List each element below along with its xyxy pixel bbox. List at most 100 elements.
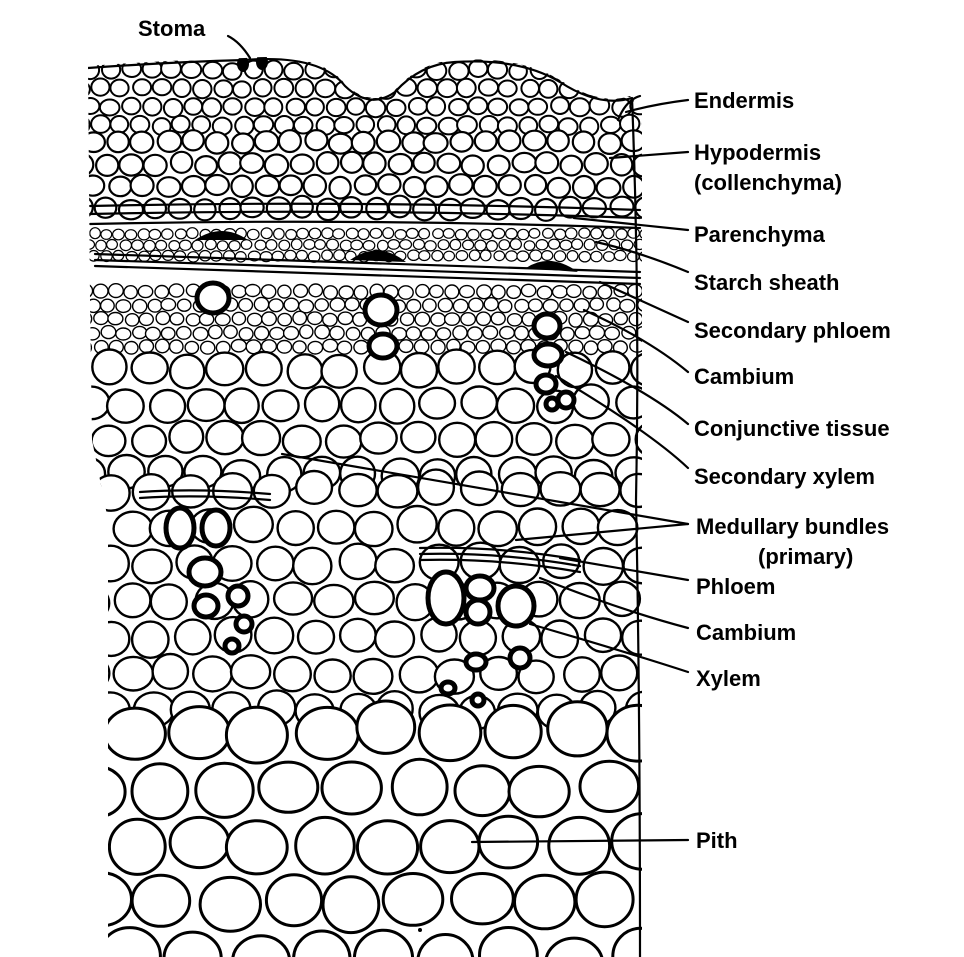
cell: [169, 312, 185, 326]
cell: [376, 173, 402, 196]
cell: [580, 77, 602, 97]
cell: [131, 424, 168, 458]
cell: [620, 619, 642, 656]
cell: [474, 420, 514, 458]
cell: [276, 509, 316, 547]
cell: [320, 353, 358, 389]
cell: [573, 297, 590, 313]
cell: [199, 340, 216, 355]
cell: [213, 79, 234, 99]
cell: [314, 239, 327, 251]
cell: [574, 326, 591, 340]
cell: [303, 238, 316, 250]
cell: [151, 78, 173, 97]
cell: [367, 59, 388, 80]
cell: [231, 311, 247, 326]
cell: [277, 312, 293, 327]
cell: [641, 114, 642, 133]
cell: [444, 284, 460, 300]
cell: [601, 79, 622, 98]
cell: [430, 312, 447, 327]
cell: [260, 227, 273, 240]
cell: [180, 174, 207, 198]
cell: [222, 97, 243, 116]
cell: [535, 238, 549, 251]
cell: [167, 197, 193, 220]
cell: [63, 313, 76, 327]
cell: [124, 312, 140, 327]
cell: [131, 325, 148, 340]
cell: [244, 350, 283, 387]
cell: [130, 873, 192, 928]
cell: [385, 98, 407, 118]
cell: [321, 227, 334, 240]
secondary-phloem-leader: [598, 280, 690, 324]
cell: [191, 655, 233, 693]
cell: [214, 312, 231, 327]
cell: [194, 761, 255, 819]
cell: [338, 542, 378, 581]
cell: [385, 61, 407, 81]
cell: [184, 340, 200, 355]
stoma-pore: [237, 57, 268, 72]
cell: [240, 239, 253, 250]
cell: [339, 150, 364, 174]
cell: [70, 240, 81, 251]
cell: [156, 129, 183, 153]
cell: [170, 114, 191, 134]
cell: [415, 116, 438, 135]
cell: [160, 326, 176, 341]
cell: [437, 348, 476, 385]
cell: [291, 546, 333, 586]
cell: [615, 385, 642, 420]
cell: [88, 80, 91, 99]
xylem-vessel: [225, 583, 251, 609]
cell: [606, 297, 622, 312]
cell: [399, 312, 415, 327]
cell: [98, 98, 121, 117]
cell: [619, 298, 636, 313]
cell: [418, 250, 431, 262]
cell: [355, 115, 376, 135]
cell: [472, 174, 498, 198]
cell: [344, 250, 357, 263]
cell: [643, 311, 658, 325]
cell: [60, 99, 80, 115]
cell: [517, 659, 555, 695]
cell: [374, 547, 416, 584]
cell: [65, 229, 76, 239]
cell: [589, 297, 605, 312]
cell: [194, 155, 219, 177]
cell: [282, 325, 300, 341]
label-phloem: Phloem: [696, 574, 775, 599]
cell: [627, 227, 640, 239]
cell: [422, 132, 449, 154]
cell: [568, 97, 591, 118]
cell: [90, 77, 111, 97]
cell: [107, 283, 125, 299]
cell: [108, 175, 133, 198]
label-endermis: Endermis: [694, 88, 794, 113]
xylem-vessel: [531, 311, 563, 341]
cell: [138, 312, 155, 327]
cell: [412, 238, 426, 250]
cell: [88, 871, 133, 928]
cell: [582, 285, 598, 300]
cell: [303, 385, 341, 423]
cell: [376, 239, 389, 252]
cell: [533, 197, 558, 222]
cell: [69, 325, 84, 339]
cell: [131, 239, 145, 251]
cell: [103, 706, 167, 761]
cell: [130, 762, 190, 821]
cell: [228, 239, 241, 252]
cell: [306, 311, 323, 326]
medullary-cambium-band: [138, 489, 582, 574]
cell: [604, 326, 621, 341]
cell: [88, 239, 96, 250]
cell: [50, 420, 87, 453]
label-cambium-outer: Cambium: [694, 364, 794, 389]
cell: [479, 655, 519, 691]
cell: [88, 546, 91, 583]
cell: [273, 655, 313, 693]
